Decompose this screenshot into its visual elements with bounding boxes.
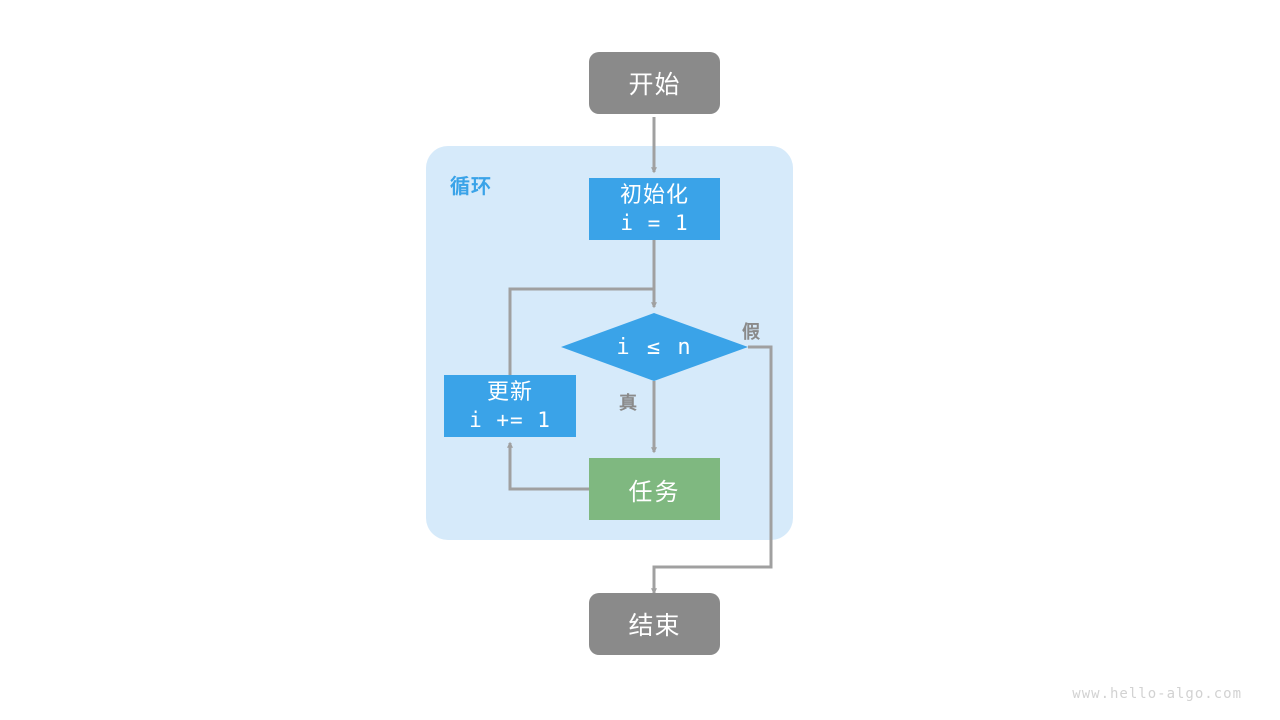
node-update-shape[interactable] — [444, 375, 576, 437]
node-start-shape[interactable] — [589, 52, 720, 114]
edge-task-to-update — [507, 441, 589, 491]
node-condition-shape[interactable] — [561, 313, 748, 381]
node-init-shape[interactable] — [589, 178, 720, 240]
node-end-shape[interactable] — [589, 593, 720, 655]
edge-condition-false-to-end — [650, 345, 773, 595]
edge-label-true: 真 — [619, 393, 638, 413]
watermark: www.hello-algo.com — [1072, 686, 1242, 702]
edge-label-false: 假 — [742, 322, 761, 342]
loop-group-label: 循环 — [450, 176, 492, 198]
edge-update-to-condition — [508, 287, 654, 375]
node-task-shape[interactable] — [589, 458, 720, 520]
